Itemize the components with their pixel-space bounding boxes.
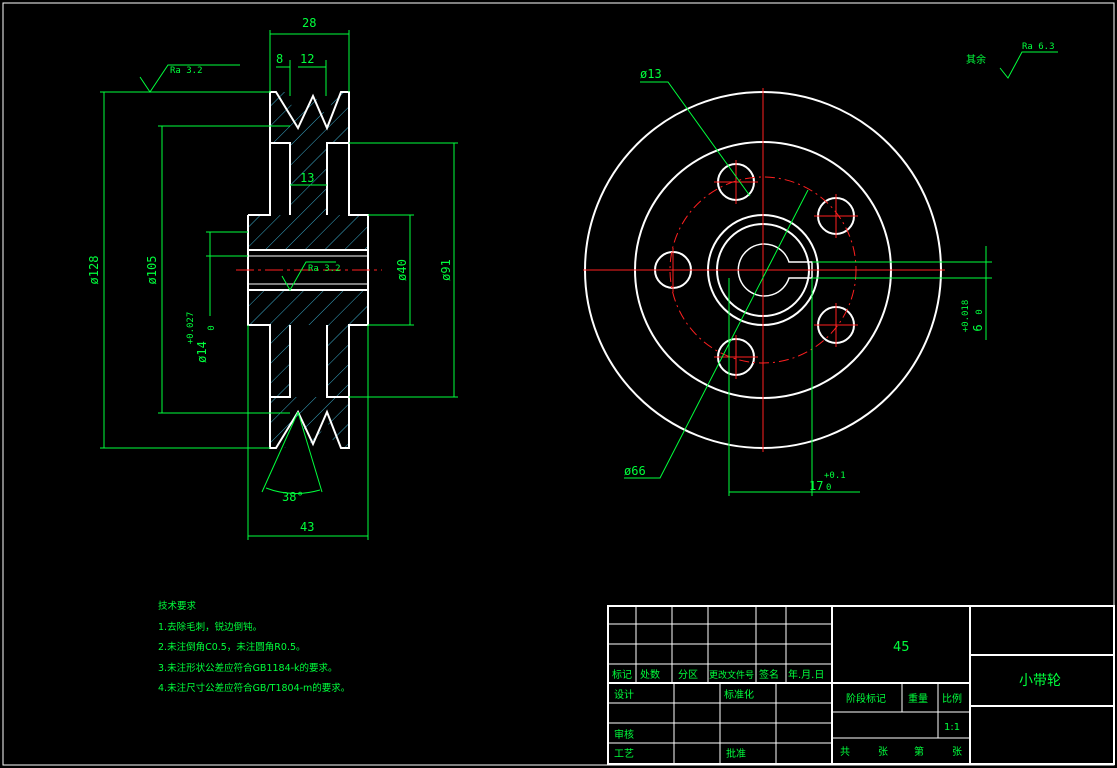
- section-dimensions: [100, 30, 458, 540]
- tb-material: 45: [893, 640, 910, 655]
- tb-number: 第: [914, 745, 924, 758]
- dim-width-top: 28: [302, 16, 316, 30]
- dim-key-width: 6: [971, 324, 985, 331]
- front-dimensions: [624, 51, 1058, 496]
- tb-part-name: 小带轮: [1019, 673, 1061, 689]
- roughness-bore: Ra 3.2: [308, 264, 341, 274]
- tb-header-1: 标记: [612, 669, 632, 681]
- dim-d40: ø40: [395, 259, 409, 281]
- section-hatch: [248, 92, 368, 448]
- dim-width-bottom: 43: [300, 520, 314, 534]
- front-centerlines: [583, 88, 945, 452]
- tb-scale-value: 1:1: [944, 722, 960, 733]
- dim-d66: ø66: [624, 464, 646, 478]
- title-block: 标记 处数 分区 更改文件号 签名 年.月.日 设计 标准化 审核 工艺 批准 …: [607, 605, 1115, 765]
- tb-header-3: 分区: [678, 669, 698, 681]
- dim-d14-tol-lower: 0: [207, 325, 217, 330]
- dim-13: 13: [300, 171, 314, 185]
- note-item-1: 1.去除毛刺，锐边倒钝。: [158, 621, 263, 633]
- dim-d128: ø128: [87, 256, 101, 285]
- dim-keyway: 17: [809, 479, 823, 493]
- dim-keyway-tol-lower: 0: [826, 483, 831, 493]
- tb-weight: 重量: [908, 692, 928, 705]
- dim-d91: ø91: [439, 259, 453, 281]
- dim-key-tol-upper: +0.018: [961, 300, 971, 333]
- tb-stage-mark: 阶段标记: [846, 692, 886, 705]
- roughness-general-value: Ra 6.3: [1022, 42, 1055, 52]
- dim-d14-tol-upper: +0.027: [186, 312, 196, 345]
- notes-title: 技术要求: [158, 601, 197, 612]
- tb-approve: 批准: [726, 747, 746, 760]
- tb-header-4: 更改文件号: [709, 669, 754, 681]
- dim-d14: ø14: [195, 341, 209, 363]
- tb-standardize: 标准化: [724, 688, 754, 701]
- tb-review: 审核: [614, 728, 634, 741]
- note-item-2: 2.未注倒角C0.5，未注圆角R0.5。: [158, 642, 306, 653]
- tb-sheet: 张: [952, 746, 962, 758]
- front-view: ø13 ø66 17 +0.1 0 6 +0.018 0 其余 Ra 6.3: [583, 42, 1058, 496]
- tb-design: 设计: [614, 688, 634, 701]
- note-item-4: 4.未注尺寸公差应符合GB/T1804-m的要求。: [158, 683, 351, 694]
- tb-total: 共: [840, 746, 850, 758]
- tb-sheets: 张: [878, 746, 888, 758]
- tb-header-2: 处数: [640, 668, 660, 681]
- dim-12: 12: [300, 52, 314, 66]
- tb-header-5: 签名: [759, 668, 779, 681]
- dim-d13: ø13: [640, 67, 662, 81]
- tb-process: 工艺: [614, 748, 634, 760]
- technical-notes: 技术要求 1.去除毛刺，锐边倒钝。 2.未注倒角C0.5，未注圆角R0.5。 3…: [158, 597, 350, 700]
- tb-header-6: 年.月.日: [788, 668, 824, 681]
- section-view: 28 8 12 13 ø128 ø105 ø14 +0.027 0 ø40 ø9…: [87, 16, 458, 540]
- roughness-face: Ra 3.2: [170, 66, 203, 76]
- roughness-general-label: 其余: [966, 53, 986, 66]
- dim-key-tol-lower: 0: [975, 309, 985, 314]
- tb-scale: 比例: [942, 692, 962, 705]
- dim-d105: ø105: [145, 256, 159, 285]
- dim-keyway-tol-upper: +0.1: [824, 471, 846, 481]
- dim-angle: 38°: [282, 490, 304, 504]
- note-item-3: 3.未注形状公差应符合GB1184-k的要求。: [158, 662, 338, 674]
- dim-8: 8: [276, 52, 283, 66]
